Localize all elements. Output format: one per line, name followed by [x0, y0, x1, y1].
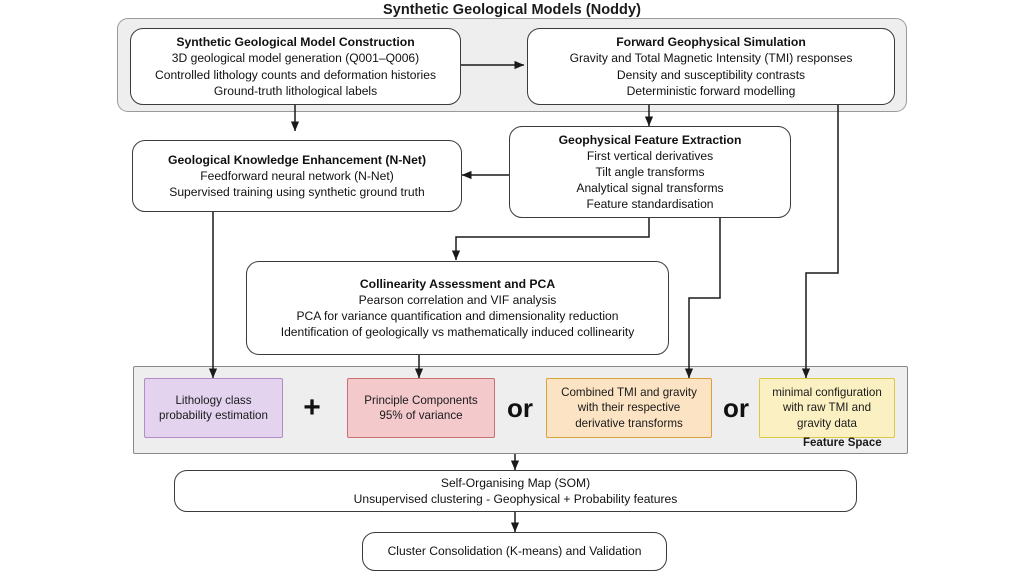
node-forward-simulation-line-2: Density and susceptibility contrasts — [616, 67, 806, 82]
chip-combined-tmi-gravity-line-3: derivative transforms — [575, 416, 683, 430]
operator-or-1: or — [507, 393, 533, 423]
chip-combined-tmi-gravity-line-2: with their respective — [577, 401, 681, 415]
node-collinearity-pca[interactable]: Collinearity Assessment and PCA Pearson … — [246, 261, 669, 355]
chip-principle-components[interactable]: Principle Components 95% of variance — [347, 378, 495, 438]
operator-or-2: or — [723, 393, 749, 423]
node-som-line-1: Self-Organising Map (SOM) — [440, 475, 591, 490]
node-forward-simulation[interactable]: Forward Geophysical Simulation Gravity a… — [527, 28, 895, 105]
node-model-construction-line-2: Controlled lithology counts and deformat… — [154, 67, 436, 82]
node-forward-simulation-line-1: Gravity and Total Magnetic Intensity (TM… — [569, 51, 853, 66]
node-collinearity-pca-line-2: PCA for variance quantification and dime… — [296, 309, 619, 324]
node-som[interactable]: Self-Organising Map (SOM) Unsupervised c… — [174, 470, 857, 512]
arrow-simulation-to-minimal-chip — [801, 105, 839, 379]
chip-principle-components-line-1: Principle Components — [364, 393, 478, 407]
node-collinearity-pca-line-3: Identification of geologically vs mathem… — [280, 325, 635, 340]
node-model-construction[interactable]: Synthetic Geological Model Construction … — [130, 28, 461, 105]
node-model-construction-heading: Synthetic Geological Model Construction — [176, 35, 415, 50]
node-model-construction-line-1: 3D geological model generation (Q001–Q00… — [171, 51, 420, 66]
node-feature-extraction-line-1: First vertical derivatives — [586, 148, 714, 163]
feature-space-label: Feature Space — [803, 437, 882, 449]
chip-combined-tmi-gravity[interactable]: Combined TMI and gravity with their resp… — [546, 378, 712, 438]
chip-combined-tmi-gravity-line-1: Combined TMI and gravity — [561, 386, 697, 400]
node-som-line-2: Unsupervised clustering - Geophysical + … — [353, 492, 678, 506]
chip-minimal-configuration-line-2: with raw TMI and — [782, 401, 872, 415]
node-cluster-validation[interactable]: Cluster Consolidation (K-means) and Vali… — [362, 532, 667, 571]
node-feature-extraction-line-4: Feature standardisation — [586, 197, 714, 212]
node-forward-simulation-heading: Forward Geophysical Simulation — [616, 35, 806, 50]
chip-minimal-configuration-line-3: gravity data — [797, 416, 857, 430]
node-knowledge-enhancement-heading: Geological Knowledge Enhancement (N-Net) — [168, 152, 426, 167]
node-knowledge-enhancement-line-1: Feedforward neural network (N-Net) — [200, 169, 394, 184]
chip-minimal-configuration[interactable]: minimal configuration with raw TMI and g… — [759, 378, 895, 438]
node-cluster-validation-line-1: Cluster Consolidation (K-means) and Vali… — [387, 544, 642, 559]
node-knowledge-enhancement[interactable]: Geological Knowledge Enhancement (N-Net)… — [132, 140, 462, 212]
chip-lithology-probability-line-1: Lithology class — [175, 393, 252, 407]
page-title: Synthetic Geological Models (Noddy) — [383, 2, 641, 18]
chip-principle-components-line-2: 95% of variance — [379, 409, 463, 422]
chip-lithology-probability-line-2: probability estimation — [159, 409, 268, 422]
arrow-extraction-to-combined-chip — [684, 218, 721, 379]
chip-minimal-configuration-line-1: minimal configuration — [772, 386, 882, 400]
node-feature-extraction-heading: Geophysical Feature Extraction — [558, 132, 742, 147]
node-feature-extraction-line-3: Analytical signal transforms — [576, 181, 724, 196]
node-feature-extraction-line-2: Tilt angle transforms — [595, 165, 705, 180]
node-forward-simulation-line-3: Deterministic forward modelling — [626, 83, 796, 98]
node-model-construction-line-3: Ground-truth lithological labels — [213, 83, 378, 98]
node-collinearity-pca-heading: Collinearity Assessment and PCA — [359, 276, 556, 291]
node-knowledge-enhancement-line-2: Supervised training using synthetic grou… — [169, 185, 425, 200]
node-feature-extraction[interactable]: Geophysical Feature Extraction First ver… — [509, 126, 791, 218]
node-collinearity-pca-line-1: Pearson correlation and VIF analysis — [358, 292, 557, 307]
chip-lithology-probability[interactable]: Lithology class probability estimation — [144, 378, 283, 438]
operator-plus: + — [303, 391, 321, 424]
arrow-extraction-to-pca — [451, 218, 650, 261]
